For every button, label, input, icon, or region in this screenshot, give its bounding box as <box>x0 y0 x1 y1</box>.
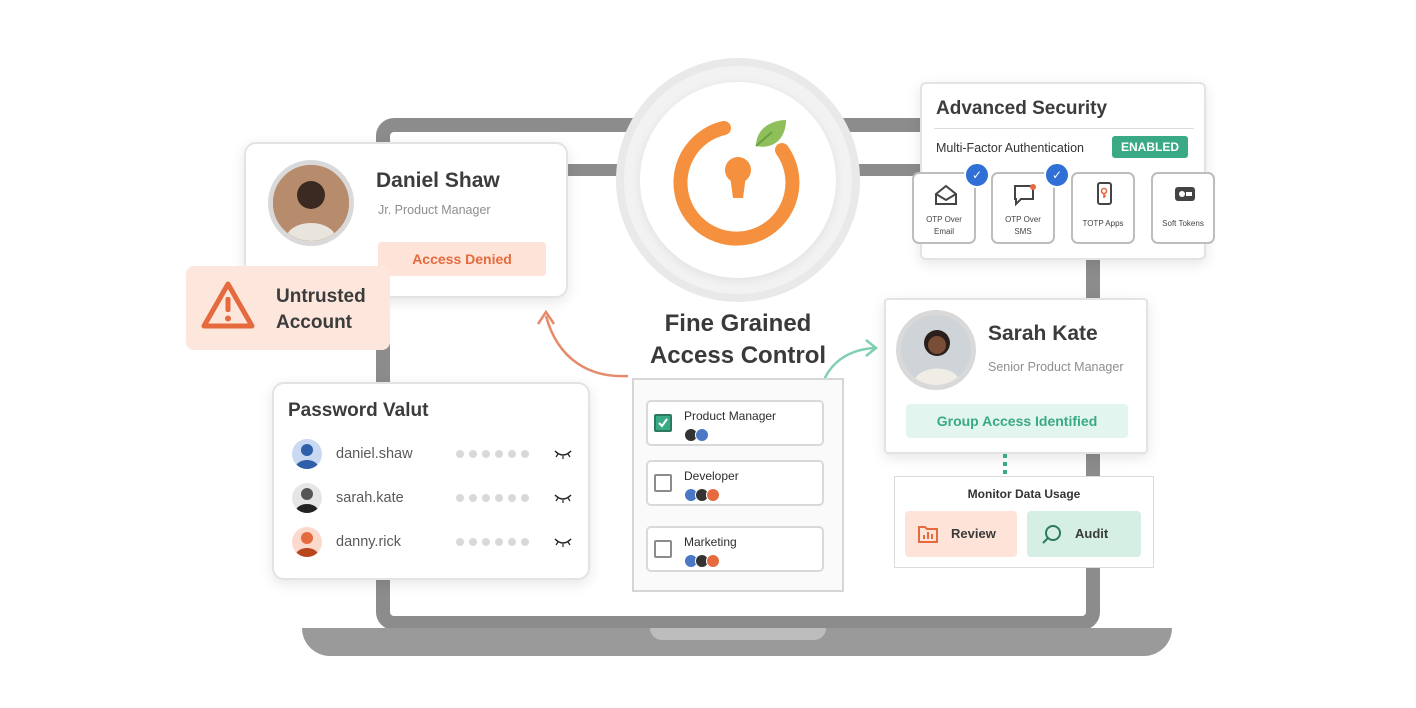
mfa-method-soft-token[interactable]: Soft Tokens <box>1151 172 1215 244</box>
masked-password <box>456 494 546 502</box>
vault-username: danny.rick <box>336 534 402 550</box>
warning-icon <box>201 281 255 329</box>
masked-password <box>456 538 546 546</box>
avatar <box>268 160 354 246</box>
alert-line-2: Account <box>276 312 352 333</box>
role-label: Marketing <box>684 535 737 549</box>
profile-name: Sarah Kate <box>988 322 1098 345</box>
check-badge-icon: ✓ <box>964 162 990 188</box>
mfa-line-1: OTP Over <box>926 215 962 224</box>
untrusted-alert: Untrusted Account <box>186 266 390 350</box>
role-label: Product Manager <box>684 409 777 423</box>
masked-password <box>456 450 546 458</box>
connector-security-down <box>1086 258 1100 300</box>
role-item[interactable]: Marketing <box>646 526 824 572</box>
laptop-notch <box>650 628 826 640</box>
vault-row: daniel.shaw <box>292 434 582 474</box>
review-label: Review <box>951 526 996 541</box>
vault-row: sarah.kate <box>292 478 582 518</box>
avatar <box>896 310 976 390</box>
mfa-line-1: Soft Tokens <box>1162 219 1204 228</box>
mfa-method-label: TOTP Apps <box>1073 218 1133 230</box>
role-label: Developer <box>684 469 739 483</box>
center-title-line-1: Fine Grained <box>664 310 812 337</box>
hidden-eye-icon[interactable] <box>554 537 572 547</box>
alert-line-1: Untrusted <box>276 286 366 307</box>
role-checkbox[interactable] <box>654 414 672 432</box>
mfa-enabled-badge: ENABLED <box>1112 136 1188 158</box>
vault-title: Password Valut <box>288 400 429 421</box>
lock-logo-icon <box>673 120 800 246</box>
connector-right <box>846 164 924 176</box>
monitor-data-card: Monitor Data Usage Review Audit <box>894 476 1154 568</box>
audit-label: Audit <box>1075 526 1109 541</box>
role-members <box>684 428 709 442</box>
role-item[interactable]: Product Manager <box>646 400 824 446</box>
role-members <box>684 554 720 568</box>
role-checkbox[interactable] <box>654 474 672 492</box>
dashed-connector <box>1003 454 1007 478</box>
role-item[interactable]: Developer <box>646 460 824 506</box>
profile-name: Daniel Shaw <box>376 169 500 192</box>
vault-row: danny.rick <box>292 522 582 562</box>
center-title-line-2: Access Control <box>649 342 827 369</box>
divider <box>934 128 1194 129</box>
mfa-line-2: Email <box>933 227 954 236</box>
profile-title: Jr. Product Manager <box>378 203 491 217</box>
group-access-badge: Group Access Identified <box>906 404 1128 438</box>
check-badge-icon: ✓ <box>1044 162 1070 188</box>
profile-title: Senior Product Manager <box>988 360 1124 374</box>
access-denied-badge: Access Denied <box>378 242 546 276</box>
vault-username: daniel.shaw <box>336 446 413 462</box>
message-icon <box>1014 184 1036 206</box>
mfa-line-1: TOTP Apps <box>1082 219 1124 228</box>
mfa-method-label: Soft Tokens <box>1153 218 1213 230</box>
mfa-line-1: OTP Over <box>1005 215 1041 224</box>
connector-left <box>566 164 626 176</box>
hidden-eye-icon[interactable] <box>554 493 572 503</box>
user-icon <box>292 527 322 557</box>
user-icon <box>292 483 322 513</box>
password-vault-card: Password Valut daniel.shaw sarah.kate da… <box>272 382 590 580</box>
vault-username: sarah.kate <box>336 490 404 506</box>
phone-key-icon <box>1097 182 1112 205</box>
alert-text: Untrusted Account <box>276 284 366 336</box>
chart-folder-icon <box>918 526 938 543</box>
token-icon <box>1175 187 1195 201</box>
user-icon <box>292 439 322 469</box>
review-button[interactable]: Review <box>905 511 1017 557</box>
mfa-label: Multi-Factor Authentication <box>936 141 1084 155</box>
roles-panel: Product Manager Developer Marketing <box>632 378 844 592</box>
role-checkbox[interactable] <box>654 540 672 558</box>
mfa-line-2: SMS <box>1014 227 1032 236</box>
granted-profile-card: Sarah Kate Senior Product Manager Group … <box>884 298 1148 454</box>
mfa-method-totp[interactable]: TOTP Apps <box>1071 172 1135 244</box>
denied-profile-card: Daniel Shaw Jr. Product Manager Access D… <box>244 142 568 298</box>
audit-button[interactable]: Audit <box>1027 511 1141 557</box>
role-members <box>684 488 720 502</box>
envelope-icon <box>935 184 957 205</box>
hidden-eye-icon[interactable] <box>554 449 572 459</box>
center-title: Fine Grained Access Control <box>626 308 850 372</box>
search-icon <box>1042 525 1061 544</box>
security-title: Advanced Security <box>936 98 1108 119</box>
monitor-title: Monitor Data Usage <box>967 487 1081 501</box>
arrow-to-denied <box>536 309 629 378</box>
